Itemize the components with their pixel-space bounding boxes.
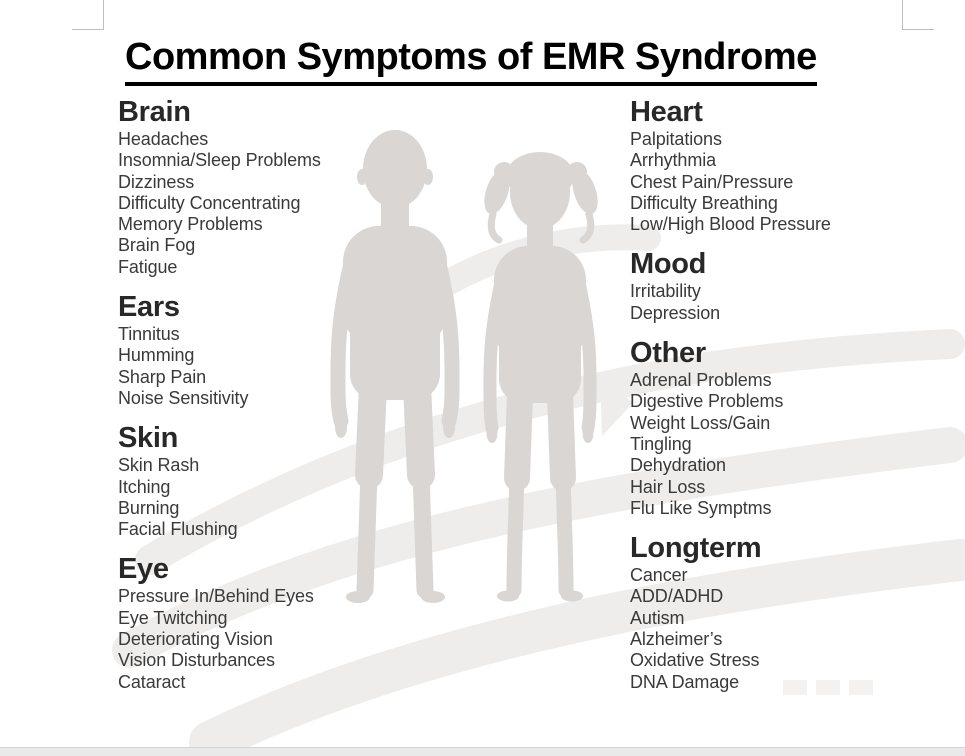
symptom-item: Insomnia/Sleep Problems xyxy=(118,150,321,171)
watermark-box xyxy=(816,680,840,695)
girl-silhouette xyxy=(483,152,598,602)
watermark-box xyxy=(783,680,807,695)
symptom-item: Digestive Problems xyxy=(630,391,784,412)
symptom-item: Oxidative Stress xyxy=(630,650,760,671)
section-heading: Ears xyxy=(118,291,180,324)
symptom-item: Deteriorating Vision xyxy=(118,629,273,650)
page-title: Common Symptoms of EMR Syndrome xyxy=(125,36,817,86)
bottom-edge-bar xyxy=(0,747,965,756)
symptom-item: Difficulty Concentrating xyxy=(118,192,301,213)
symptom-item: Adrenal Problems xyxy=(630,370,772,391)
symptom-item: Memory Problems xyxy=(118,214,263,235)
symptom-item: Flu Like Symptms xyxy=(630,497,772,518)
wave-arrowhead-icon xyxy=(600,372,633,436)
symptom-item: Difficulty Breathing xyxy=(630,192,778,213)
margin-corner-mark-top-right xyxy=(902,0,934,30)
symptom-item: Tinnitus xyxy=(118,324,180,345)
symptom-item: Palpitations xyxy=(630,129,722,149)
symptom-item: ADD/ADHD xyxy=(630,586,724,607)
symptom-item: Cataract xyxy=(118,671,186,692)
section-heading: Other xyxy=(630,337,706,370)
symptom-item: Hair Loss xyxy=(630,476,706,497)
section-heading: Longterm xyxy=(630,532,762,565)
symptom-item: Irritability xyxy=(630,281,701,302)
symptom-item: Headaches xyxy=(118,129,209,149)
symptom-item: Depression xyxy=(630,302,721,323)
symptom-item: Cancer xyxy=(630,565,688,586)
margin-corner-mark-top-left xyxy=(72,0,104,30)
symptom-item: Noise Sensitivity xyxy=(118,387,249,408)
section-heading: Eye xyxy=(118,553,169,586)
symptom-item: Arrhythmia xyxy=(630,150,717,171)
symptom-item: Weight Loss/Gain xyxy=(630,412,771,433)
symptom-item: Eye Twitching xyxy=(118,607,228,628)
symptom-item: Vision Disturbances xyxy=(118,650,275,671)
symptom-item: Facial Flushing xyxy=(118,519,238,540)
section-heading: Skin xyxy=(118,422,179,455)
symptom-item: Pressure In/Behind Eyes xyxy=(118,586,314,607)
symptom-item: Burning xyxy=(118,497,180,518)
symptom-item: Autism xyxy=(630,607,685,628)
symptom-item: Skin Rash xyxy=(118,455,200,476)
symptom-item: Alzheimer’s xyxy=(630,629,723,650)
watermark-boxes xyxy=(783,680,873,695)
watermark-box xyxy=(849,680,873,695)
symptom-item: DNA Damage xyxy=(630,671,740,692)
symptom-item: Dehydration xyxy=(630,455,726,476)
symptom-item: Chest Pain/Pressure xyxy=(630,171,794,192)
section-heading: Mood xyxy=(630,248,707,281)
section-heading: Heart xyxy=(630,96,703,128)
symptom-item: Fatigue xyxy=(118,256,178,277)
symptom-item: Low/High Blood Pressure xyxy=(630,214,831,235)
symptom-item: Humming xyxy=(118,345,195,366)
symptom-item: Tingling xyxy=(630,433,692,454)
symptom-item: Sharp Pain xyxy=(118,366,207,387)
symptom-item: Dizziness xyxy=(118,171,195,192)
section-heading: Brain xyxy=(118,96,191,128)
symptom-item: Brain Fog xyxy=(118,235,196,256)
symptom-item: Itching xyxy=(118,476,171,497)
